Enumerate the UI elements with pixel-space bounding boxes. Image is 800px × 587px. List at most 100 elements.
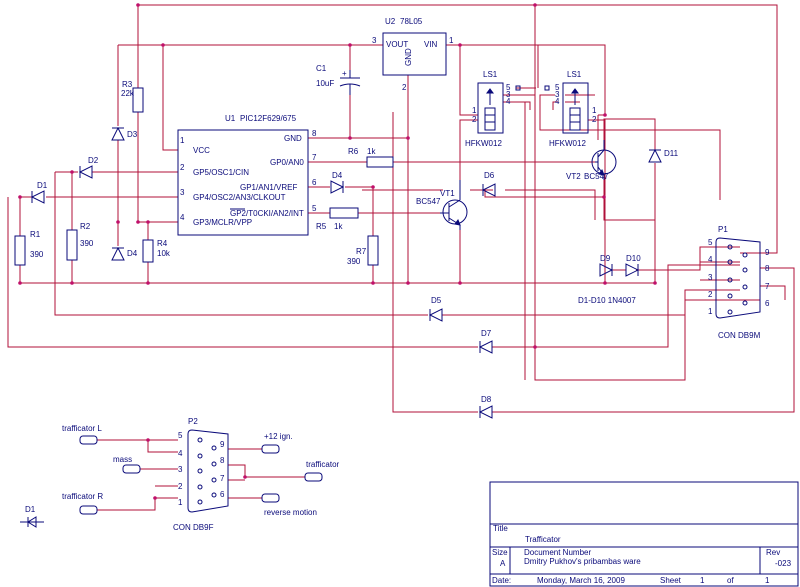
svg-text:D8: D8 <box>481 395 492 404</box>
svg-text:3: 3 <box>178 465 183 474</box>
d8-diode: D8 <box>478 395 493 419</box>
svg-text:D11: D11 <box>664 149 679 158</box>
u1-pin-gp0: GP0/AN0 <box>270 158 304 167</box>
u1-ref: U1 <box>225 114 236 123</box>
p2-part: CON DB9F <box>173 523 214 532</box>
u1-microcontroller: U1 PIC12F629/675 VCC GP5/OSC1/CIN GP4/OS… <box>177 114 317 236</box>
u2-part: 78L05 <box>400 17 423 26</box>
ls1-left-part: HFKW012 <box>465 139 502 148</box>
d3-diode: D3 <box>111 126 138 141</box>
u1-pinnum-7: 7 <box>312 153 317 162</box>
svg-text:D6: D6 <box>484 171 495 180</box>
svg-text:D9: D9 <box>600 254 611 263</box>
tb-rev-value: -023 <box>775 559 792 568</box>
diode-note: D1-D10 1N4007 <box>578 296 636 305</box>
r6-ref: R6 <box>348 147 359 156</box>
svg-text:5: 5 <box>555 83 560 92</box>
c1-value: 10uF <box>316 79 334 88</box>
d1-diode: D1 <box>30 181 48 204</box>
svg-text:D10: D10 <box>626 254 641 263</box>
conn-reverse-motion: reverse motion <box>264 508 317 517</box>
svg-text:1: 1 <box>472 106 477 115</box>
svg-text:D4: D4 <box>332 171 343 180</box>
r6-value: 1k <box>367 147 376 156</box>
tb-date-value: Monday, March 16, 2009 <box>537 576 625 585</box>
svg-text:5: 5 <box>178 431 183 440</box>
svg-text:6: 6 <box>765 299 770 308</box>
u1-pin-gp4: GP4/OSC2/AN3/CLKOUT <box>193 193 286 202</box>
r3-ref: R3 <box>122 80 133 89</box>
svg-text:D7: D7 <box>481 329 492 338</box>
svg-text:7: 7 <box>220 474 225 483</box>
tb-title-label: Title <box>493 524 508 533</box>
junctions <box>18 3 657 500</box>
p1-part: CON DB9M <box>718 331 761 340</box>
svg-text:8: 8 <box>765 264 770 273</box>
r5-ref: R5 <box>316 222 327 231</box>
ls1-left-ref: LS1 <box>483 70 498 79</box>
r7-value: 390 <box>347 257 361 266</box>
d1-legend-symbol: D1 <box>20 505 44 528</box>
tb-sheet-value: 1 <box>700 576 705 585</box>
conn-mass: mass <box>113 455 132 464</box>
u2-pin1: 1 <box>449 36 454 45</box>
p1-ref: P1 <box>718 225 728 234</box>
wires <box>7 4 795 511</box>
d2-diode: D2 <box>78 156 99 179</box>
svg-text:1: 1 <box>592 106 597 115</box>
vt1-transistor: VT1 BC547 <box>416 180 468 230</box>
r1-ref: R1 <box>30 230 41 239</box>
svg-text:D1: D1 <box>25 505 36 514</box>
svg-text:4: 4 <box>178 449 183 458</box>
svg-text:D2: D2 <box>88 156 99 165</box>
tb-of-value: 1 <box>765 576 770 585</box>
r4-ref: R4 <box>157 239 168 248</box>
tb-docnum-value: Dmitry Pukhov's pribambas ware <box>524 557 641 566</box>
u1-pin-vcc: VCC <box>193 146 210 155</box>
u1-pinnum-8: 8 <box>312 129 317 138</box>
svg-text:6: 6 <box>220 490 225 499</box>
tb-size-value: A <box>500 559 506 568</box>
resistors: R3 22k R1 390 R2 390 R4 10k R5 1k R6 1k … <box>14 80 394 266</box>
conn-trafficator: trafficator <box>306 460 340 469</box>
svg-text:3: 3 <box>506 90 511 99</box>
u2-regulator: U2 78L05 VOUT VIN GND 3 1 2 <box>372 17 454 92</box>
r7-ref: R7 <box>356 247 367 256</box>
svg-text:9: 9 <box>220 440 225 449</box>
svg-text:2: 2 <box>472 115 477 124</box>
u1-pinnum-5: 5 <box>312 204 317 213</box>
tb-rev-label: Rev <box>766 548 780 557</box>
u1-pin-gp5: GP5/OSC1/CIN <box>193 168 249 177</box>
tb-sheet-label: Sheet <box>660 576 682 585</box>
svg-text:2: 2 <box>592 115 597 124</box>
svg-text:8: 8 <box>220 456 225 465</box>
u1-pin-gnd: GND <box>284 134 302 143</box>
svg-text:9: 9 <box>765 248 770 257</box>
conn-trafficator-r: trafficator R <box>62 492 103 501</box>
svg-text:D5: D5 <box>431 296 442 305</box>
u1-pinnum-6: 6 <box>312 178 317 187</box>
svg-text:1: 1 <box>708 307 713 316</box>
p2-connector: P2 CON DB9F 5 4 3 2 1 9 8 7 6 <box>173 417 229 532</box>
c1-ref: C1 <box>316 64 327 73</box>
off-page-connectors: trafficator L mass trafficator R +12 ign… <box>62 424 340 517</box>
r5-value: 1k <box>334 222 343 231</box>
u2-vout: VOUT <box>386 40 408 49</box>
relay-ls1-left: LS1 HFKW012 5 3 4 1 2 <box>465 70 521 148</box>
u1-pinnum-2: 2 <box>180 163 185 172</box>
c1-capacitor: + C1 10uF <box>316 64 361 95</box>
svg-text:D1: D1 <box>37 181 48 190</box>
p2-ref: P2 <box>188 417 198 426</box>
vt2-ref: VT2 <box>566 172 581 181</box>
conn-trafficator-l: trafficator L <box>62 424 102 433</box>
d11-diode: D11 <box>648 148 679 163</box>
d5-diode: D5 <box>428 296 443 322</box>
u1-pin-gp3: GP3/MCLR/VPP <box>193 218 252 227</box>
svg-text:4: 4 <box>708 255 713 264</box>
u2-gnd: GND <box>404 48 413 66</box>
svg-text:2: 2 <box>178 482 183 491</box>
svg-text:D3: D3 <box>127 130 138 139</box>
p1-connector: P1 CON DB9M 5 4 3 2 1 9 8 7 6 <box>708 225 770 340</box>
